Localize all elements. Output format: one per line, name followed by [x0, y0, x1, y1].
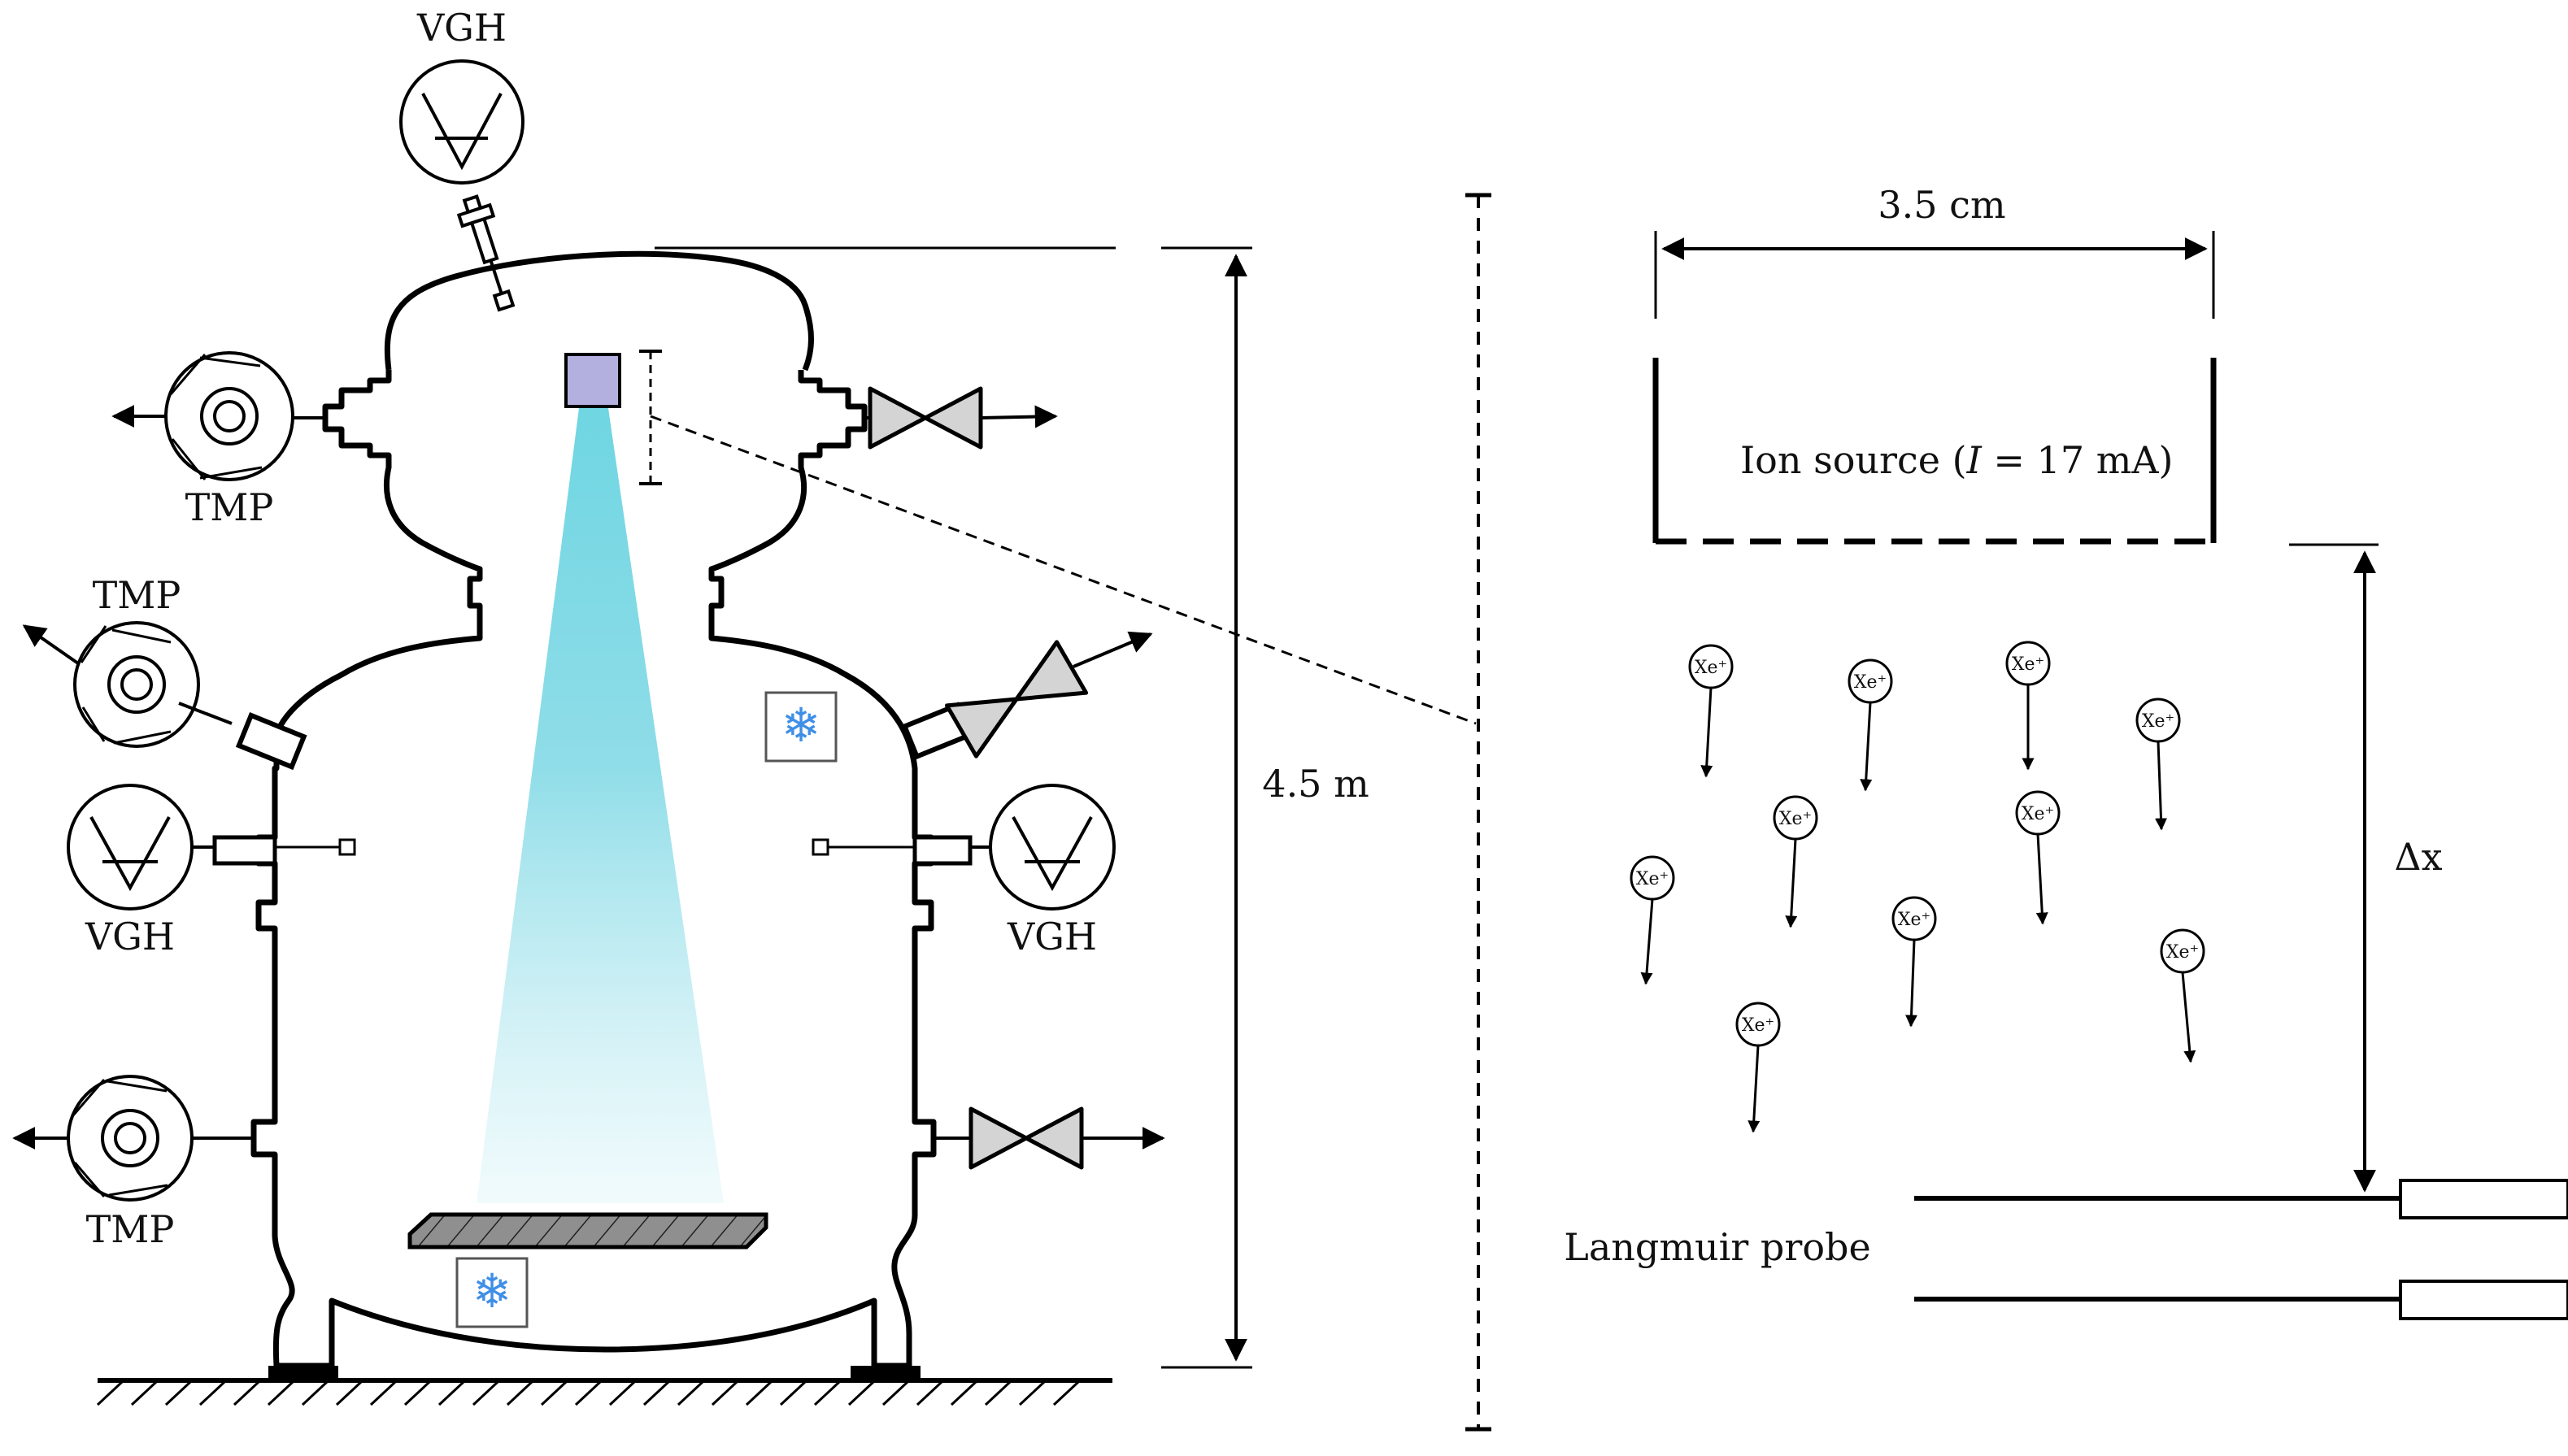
ion-source-label: Ion source (I = 17 mA)	[1740, 438, 2174, 482]
cryo-panel-upper: ❄	[764, 691, 838, 763]
xenon-ion-label: Xe⁺	[1779, 809, 1812, 829]
xenon-ion-label: Xe⁺	[1695, 658, 1727, 678]
xenon-ion-label: Xe⁺	[1854, 672, 1887, 693]
ground-hatch-line	[677, 1380, 704, 1406]
ground-hatch-line	[437, 1380, 465, 1406]
ground-hatch-line	[301, 1380, 329, 1406]
zoom-line	[650, 415, 1477, 725]
valve-mid-right	[901, 631, 1153, 760]
tmp-upper-label: TMP	[185, 485, 274, 529]
tmp-pump-mid: TMP	[22, 573, 307, 771]
vgh-top-label: VGH	[416, 6, 507, 50]
vgh-gauge-left: VGH	[67, 784, 356, 958]
valve-upper-right	[864, 386, 1058, 450]
ground-hatch-line	[711, 1380, 738, 1406]
ion-source-outline: Ion source (I = 17 mA)	[1652, 358, 2217, 545]
tmp-mid-label: TMP	[93, 573, 181, 617]
source-gap-bracket	[639, 350, 662, 485]
ion-beam	[477, 408, 724, 1203]
xenon-ion-label: Xe⁺	[2166, 942, 2199, 963]
ground-hatch-line	[130, 1380, 158, 1406]
ground-hatch-line	[984, 1380, 1012, 1406]
xenon-ion: Xe⁺	[1735, 1002, 1781, 1133]
xenon-ion: Xe⁺	[1688, 644, 1734, 778]
ground-hatch-line	[164, 1380, 192, 1406]
xenon-ion-arrow	[1748, 1045, 1761, 1133]
cryo-panel-lower: ❄	[455, 1257, 529, 1328]
dx-label: Δx	[2394, 835, 2442, 879]
xenon-ions: Xe⁺ Xe⁺ Xe⁺ Xe⁺ Xe⁺ Xe⁺ Xe⁺ Xe⁺ Xe⁺ Xe⁺	[1630, 641, 2205, 1133]
width-dimension: 3.5 cm	[1654, 183, 2215, 319]
top-feedthrough	[456, 194, 516, 312]
tmp-lower-label: TMP	[86, 1207, 175, 1251]
xenon-ion-arrow	[2035, 833, 2048, 925]
xenon-ion: Xe⁺	[2015, 790, 2061, 925]
xenon-ion-arrow	[2155, 741, 2167, 831]
ground-hatch-line	[745, 1380, 773, 1406]
xenon-ion: Xe⁺	[2005, 641, 2051, 771]
xenon-ion: Xe⁺	[1773, 795, 1818, 928]
tmp-pump-upper: TMP	[111, 351, 325, 529]
xenon-ion: Xe⁺	[2135, 698, 2181, 831]
ground-hatch-line	[233, 1380, 260, 1406]
tmp-pump-lower: TMP	[12, 1075, 254, 1251]
dx-dimension: Δx	[2289, 543, 2443, 1193]
ground-hatch-line	[96, 1380, 124, 1406]
xenon-ion-arrow	[1640, 898, 1654, 985]
ground-hatch-line	[335, 1380, 363, 1406]
xenon-ion-label: Xe⁺	[1898, 910, 1930, 930]
snowflake-icon: ❄	[781, 698, 821, 753]
target-stage	[407, 1212, 768, 1250]
ground-hatch-line	[642, 1380, 670, 1406]
ground-hatch-line	[1052, 1380, 1080, 1406]
ground-hatch-line	[403, 1380, 431, 1406]
xenon-ion-arrow	[1785, 838, 1798, 928]
xenon-ion: Xe⁺	[1848, 658, 1893, 792]
snowflake-icon: ❄	[472, 1263, 512, 1319]
xenon-ion-label: Xe⁺	[2142, 711, 2174, 732]
xenon-ion-arrow	[1700, 687, 1713, 778]
langmuir-probe: Langmuir probe	[1564, 1179, 2568, 1320]
ground	[96, 1366, 1112, 1406]
xenon-ion-label: Xe⁺	[1636, 869, 1669, 889]
xenon-ion-arrow	[2181, 971, 2196, 1063]
height-dimension: 4.5 m	[655, 246, 1369, 1369]
ground-hatch-line	[916, 1380, 943, 1406]
xenon-ion-arrow	[1860, 702, 1873, 792]
valve-lower-right	[934, 1106, 1165, 1170]
vgh-right-label: VGH	[1007, 915, 1097, 958]
ground-hatch-line	[813, 1380, 841, 1406]
width-label: 3.5 cm	[1878, 183, 2005, 227]
ground-hatch-line	[540, 1380, 568, 1406]
ground-hatch-line	[369, 1380, 397, 1406]
zoom-divider	[1465, 193, 1491, 1432]
probe-label: Langmuir probe	[1564, 1225, 1870, 1269]
vgh-left-label: VGH	[85, 915, 175, 958]
xenon-ion: Xe⁺	[1630, 855, 1675, 985]
ground-hatch-line	[506, 1380, 533, 1406]
vgh-gauge-top: VGH	[399, 6, 524, 185]
height-label: 4.5 m	[1262, 762, 1369, 806]
ground-hatch-line	[1018, 1380, 1046, 1406]
ground-hatch-line	[608, 1380, 636, 1406]
ground-hatch-line	[881, 1380, 909, 1406]
chamber-outline	[250, 250, 937, 1369]
xenon-ion: Xe⁺	[1891, 896, 1937, 1028]
xenon-ion-arrow	[1905, 939, 1918, 1028]
xenon-ion: Xe⁺	[2160, 928, 2205, 1063]
ground-hatch-line	[950, 1380, 977, 1406]
ground-hatch-line	[847, 1380, 875, 1406]
xenon-ion-label: Xe⁺	[1742, 1015, 1774, 1036]
ground-hatch-line	[267, 1380, 294, 1406]
ground-hatch-line	[779, 1380, 807, 1406]
vgh-gauge-right: VGH	[812, 784, 1116, 958]
xenon-ion-label: Xe⁺	[2022, 804, 2054, 824]
xenon-ion-label: Xe⁺	[2012, 654, 2044, 675]
ground-hatch-line	[574, 1380, 602, 1406]
ground-hatch-line	[198, 1380, 226, 1406]
ion-source-box	[564, 353, 621, 408]
ground-hatch-line	[472, 1380, 499, 1406]
